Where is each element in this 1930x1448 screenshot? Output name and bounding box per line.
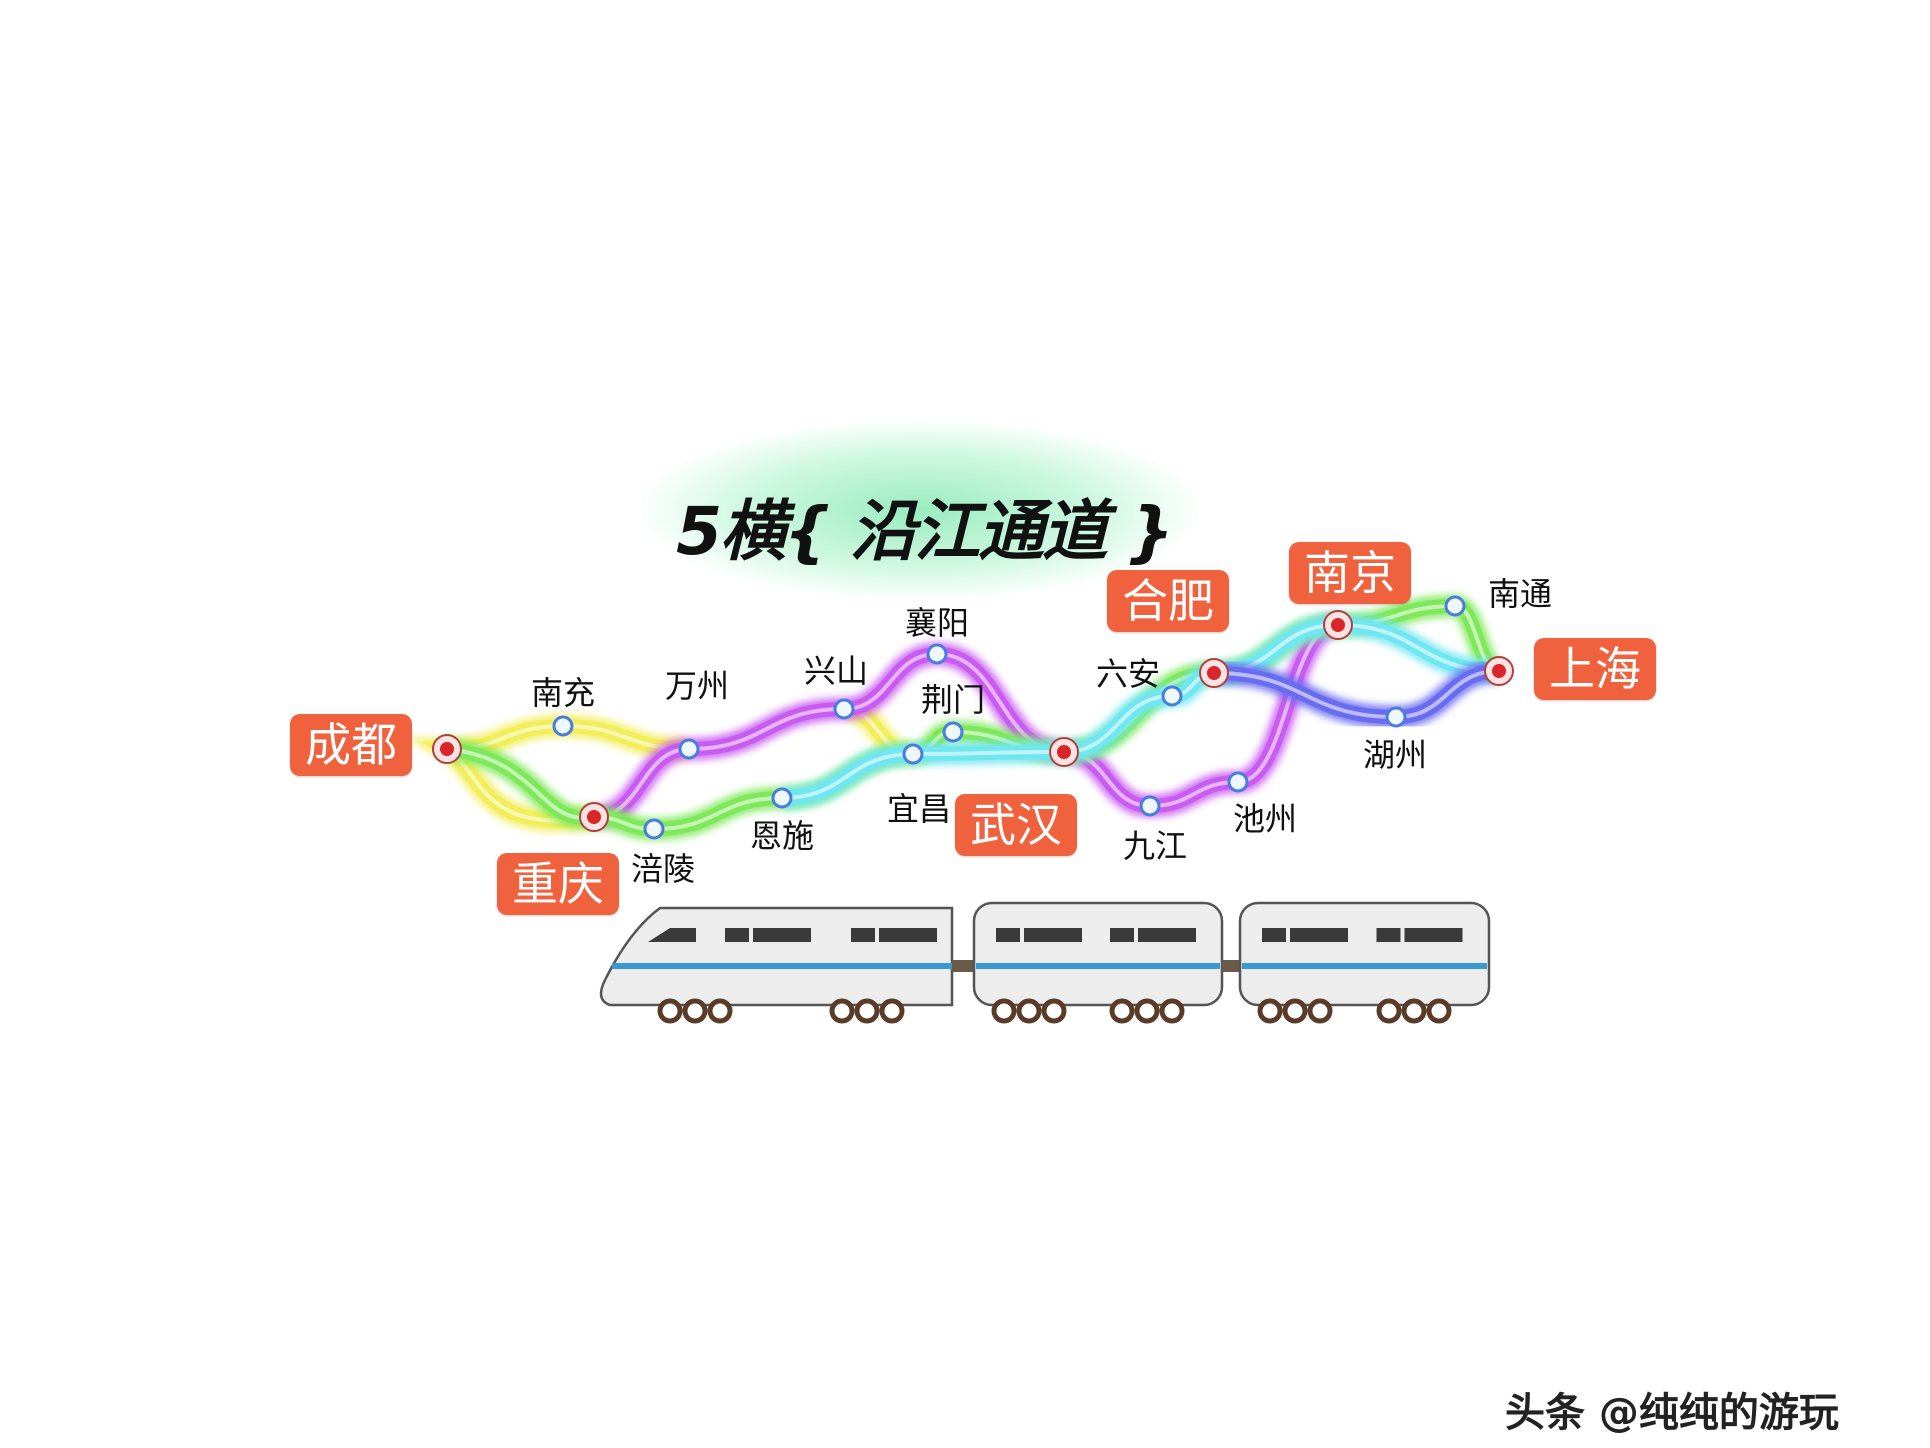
station-label: 南充 — [530, 674, 596, 712]
train-wheel — [1041, 998, 1067, 1024]
train-wheel — [1401, 998, 1427, 1024]
station-label: 万州 — [664, 667, 730, 705]
station-node — [678, 738, 700, 760]
train-window — [1376, 928, 1401, 942]
route-line-highlight — [439, 723, 690, 823]
station-node — [942, 721, 964, 743]
station-label: 池州 — [1232, 800, 1298, 838]
train-stripe — [612, 963, 952, 969]
city-label: 重庆 — [497, 853, 619, 915]
station-label: 宜昌 — [886, 790, 952, 828]
train-car — [1238, 901, 1491, 1024]
train-window — [996, 928, 1020, 942]
city-label: 武汉 — [955, 794, 1077, 856]
train-window — [879, 928, 917, 942]
train-illustration — [599, 901, 1491, 1024]
station-label: 涪陵 — [630, 850, 696, 888]
station-label: 南通 — [1487, 575, 1553, 613]
major-station-dot — [1057, 745, 1071, 759]
station-label: 荆门 — [920, 681, 986, 719]
train-window — [1138, 928, 1176, 942]
train-wheel — [1109, 998, 1135, 1024]
train-window — [787, 928, 811, 942]
station-node — [771, 787, 793, 809]
train-car — [972, 901, 1224, 1024]
train-stripe — [1242, 963, 1487, 969]
station-node — [1139, 795, 1161, 817]
train-wheel — [829, 998, 855, 1024]
train-window — [753, 928, 791, 942]
train-windshield — [648, 928, 696, 942]
city-label: 成都 — [290, 714, 412, 776]
train-wheel — [1134, 998, 1160, 1024]
train-wheel — [1257, 998, 1283, 1024]
train-window — [725, 928, 749, 942]
train-wheel — [1159, 998, 1185, 1024]
train-window — [1172, 928, 1196, 942]
city-label: 南京 — [1289, 542, 1411, 604]
train-wheel — [1016, 998, 1042, 1024]
train-wheel — [707, 998, 733, 1024]
train-coupler — [952, 960, 974, 972]
train-coupler — [1222, 960, 1240, 972]
title-glow — [640, 420, 1200, 600]
train-stripe — [976, 963, 1220, 969]
train-window — [1438, 928, 1463, 942]
train-wheel — [682, 998, 708, 1024]
train-window — [1290, 928, 1328, 942]
station-node — [1385, 706, 1407, 728]
train-wheel — [1282, 998, 1308, 1024]
station-label: 襄阳 — [904, 604, 970, 642]
train-wheel — [1307, 998, 1333, 1024]
watermark: 头条 @纯纯的游玩 — [1505, 1390, 1839, 1436]
station-node — [833, 698, 855, 720]
station-label: 九江 — [1122, 827, 1188, 865]
station-node — [902, 743, 924, 765]
train-window — [1024, 928, 1062, 942]
station-node — [1444, 595, 1466, 617]
major-station-dot — [1331, 618, 1345, 632]
train-window — [1262, 928, 1286, 942]
station-label: 湖州 — [1362, 736, 1428, 774]
station-label: 六安 — [1095, 655, 1161, 693]
train-locomotive — [599, 906, 954, 1024]
major-station-dot — [1492, 664, 1506, 678]
train-window — [1110, 928, 1134, 942]
station-node — [1161, 685, 1183, 707]
train-window — [1404, 928, 1443, 942]
station-node — [926, 643, 948, 665]
major-station-dot — [440, 742, 454, 756]
train-wheel — [1376, 998, 1402, 1024]
train-wheel — [854, 998, 880, 1024]
station-node — [552, 715, 574, 737]
station-node — [643, 818, 665, 840]
major-station-dot — [1207, 666, 1221, 680]
station-label: 恩施 — [749, 817, 815, 855]
train-window — [1058, 928, 1082, 942]
train-window — [851, 928, 875, 942]
station-node — [1227, 771, 1249, 793]
city-label: 合肥 — [1107, 570, 1229, 632]
train-wheel — [1426, 998, 1452, 1024]
diagram-title: 5横{ 沿江通道 } — [676, 493, 1174, 570]
train-window — [1324, 928, 1348, 942]
major-station-dot — [587, 810, 601, 824]
train-wheel — [991, 998, 1017, 1024]
train-window — [913, 928, 937, 942]
train-wheel — [657, 998, 683, 1024]
station-label: 兴山 — [803, 652, 869, 690]
city-label: 上海 — [1534, 638, 1656, 700]
train-wheel — [879, 998, 905, 1024]
